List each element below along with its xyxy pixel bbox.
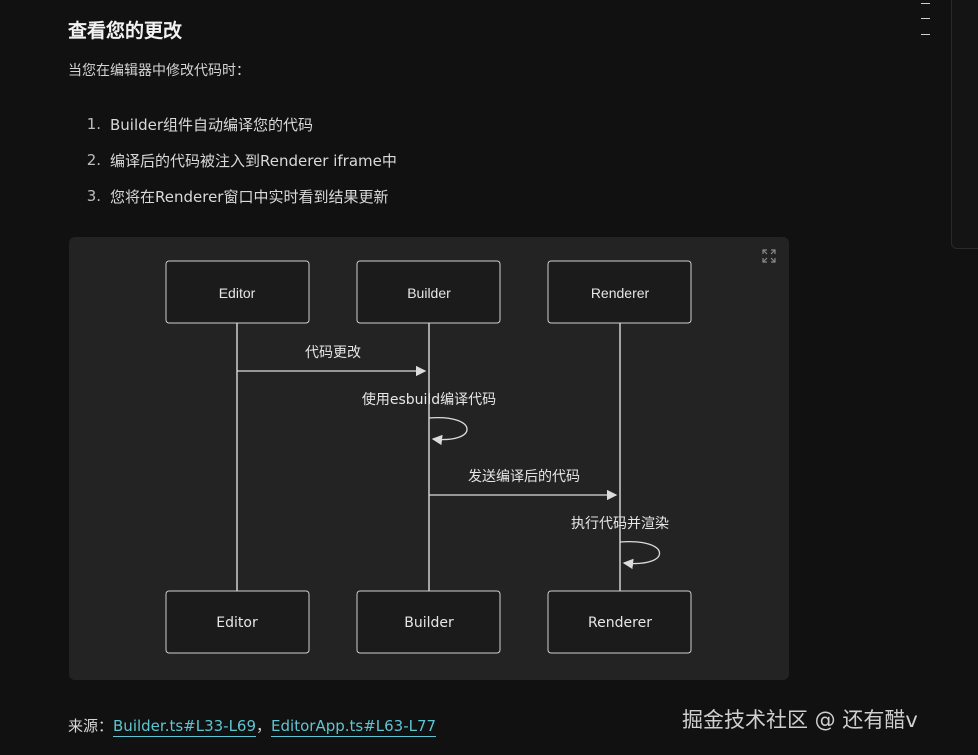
list-item: 1. Builder组件自动编译您的代码 — [68, 106, 397, 142]
watermark: 掘金技术社区 @ 还有醋v — [682, 708, 918, 732]
toc-dash[interactable] — [921, 3, 930, 4]
list-item: 2. 编译后的代码被注入到Renderer iframe中 — [68, 142, 397, 178]
list-item: 3. 您将在Renderer窗口中实时看到结果更新 — [68, 178, 397, 214]
list-text: 编译后的代码被注入到Renderer iframe中 — [110, 151, 397, 170]
source-line: 来源： Builder.ts#L33-L69 ， EditorApp.ts#L6… — [68, 715, 437, 737]
side-panel — [951, 0, 978, 249]
source-separator: ， — [256, 717, 272, 735]
sequence-diagram-card: Editor Builder Renderer 代码更改 使用esbuild编译… — [69, 237, 789, 680]
expand-icon[interactable] — [762, 249, 776, 263]
list-number: 2. — [86, 151, 101, 169]
participant-box — [547, 260, 692, 324]
participant-label: Editor — [216, 615, 258, 631]
participant-box — [547, 590, 692, 654]
message-label: 发送编译后的代码 — [468, 469, 580, 485]
participant-box — [356, 260, 501, 324]
participant-label: Renderer — [591, 285, 650, 301]
source-link-builder[interactable]: Builder.ts#L33-L69 — [113, 717, 257, 737]
message-label: 代码更改 — [305, 345, 361, 361]
message-label: 执行代码并渲染 — [571, 516, 669, 532]
participant-box — [356, 590, 501, 654]
message-label: 使用esbuild编译代码 — [362, 391, 496, 408]
list-text: Builder组件自动编译您的代码 — [110, 115, 314, 134]
intro-text: 当您在编辑器中修改代码时： — [68, 63, 250, 79]
list-number: 3. — [86, 187, 101, 205]
participant-box — [165, 590, 310, 654]
source-label: 来源： — [68, 717, 114, 735]
toc-dash[interactable] — [921, 34, 930, 35]
participant-label: Builder — [404, 615, 454, 631]
source-link-editorapp[interactable]: EditorApp.ts#L63-L77 — [271, 717, 437, 737]
participant-label: Renderer — [588, 615, 652, 631]
list-number: 1. — [86, 115, 101, 133]
steps-list: 1. Builder组件自动编译您的代码 2. 编译后的代码被注入到Render… — [68, 106, 397, 214]
participant-label: Builder — [407, 285, 451, 301]
participant-label: Editor — [219, 285, 256, 301]
section-heading: 查看您的更改 — [68, 20, 183, 42]
toc-dash[interactable] — [921, 18, 930, 19]
list-text: 您将在Renderer窗口中实时看到结果更新 — [110, 187, 389, 206]
self-message-arrow — [619, 541, 661, 570]
self-message-arrow — [428, 417, 468, 446]
participant-box — [165, 260, 310, 324]
sequence-diagram: Editor Builder Renderer 代码更改 使用esbuild编译… — [165, 260, 692, 654]
